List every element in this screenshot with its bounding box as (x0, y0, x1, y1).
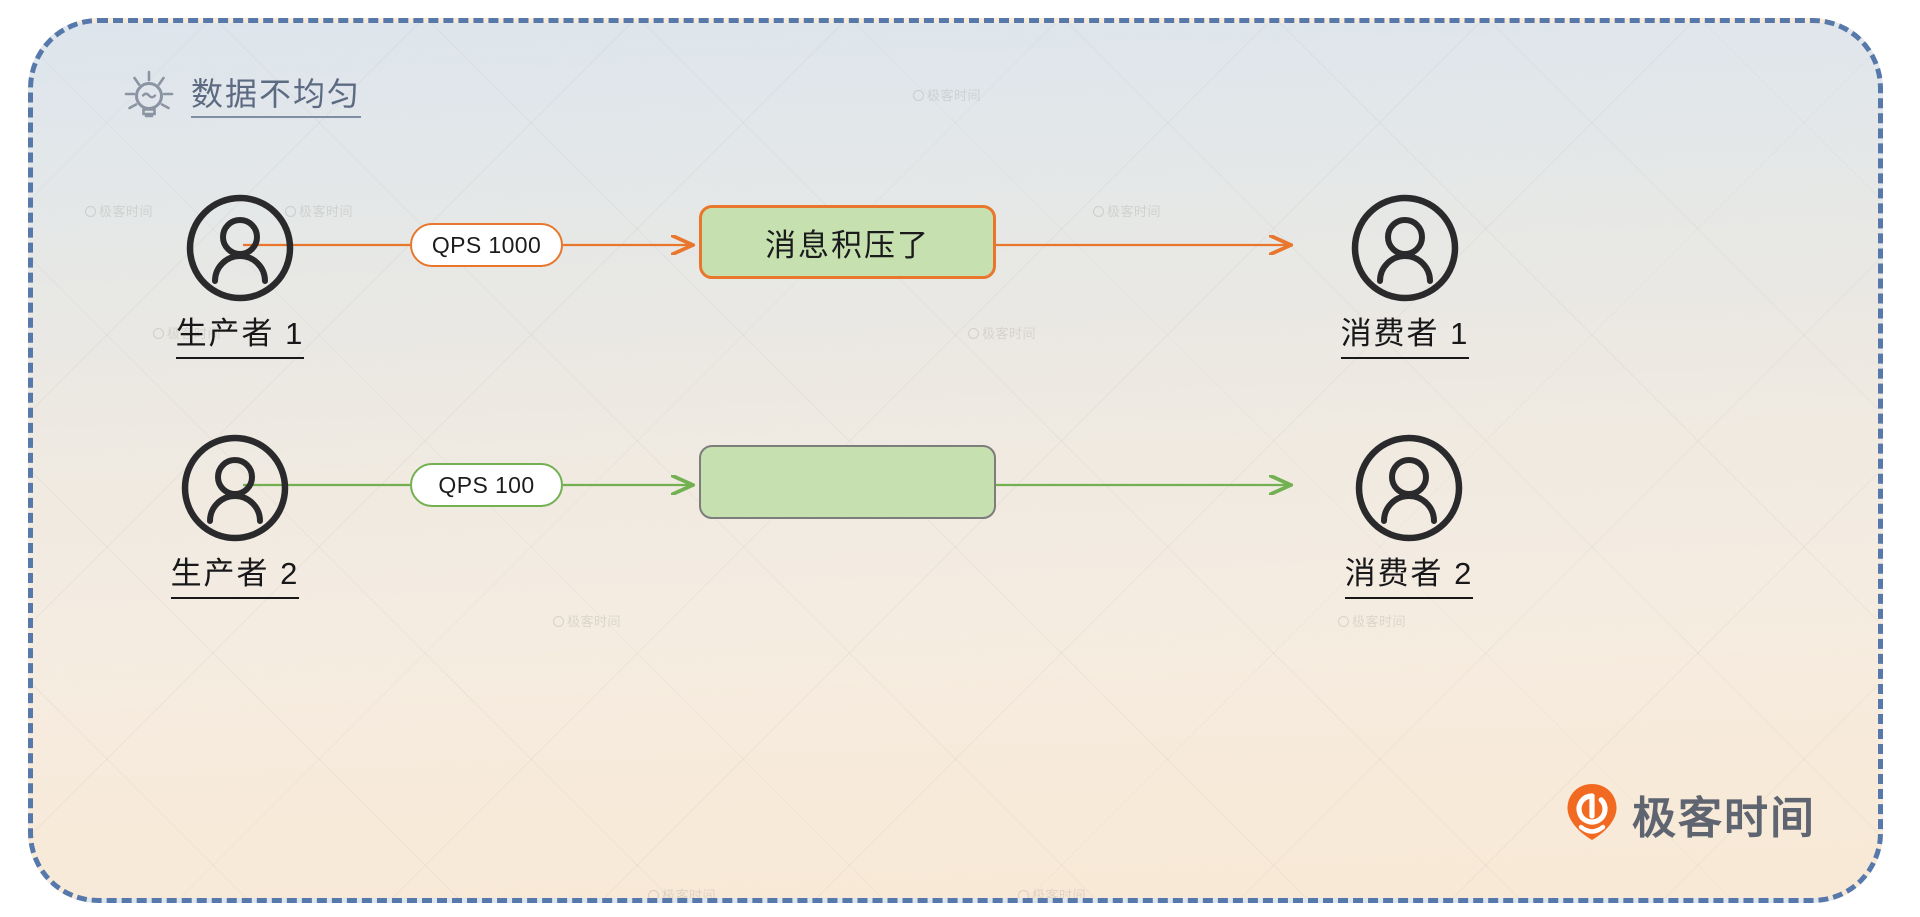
watermark: 极客时间 (1093, 201, 1161, 220)
rate-badge-qps-100[interactable]: QPS 100 (410, 463, 563, 507)
watermark-mark-icon (85, 206, 96, 217)
user-icon (125, 433, 345, 543)
node-label: 生产者 2 (170, 555, 300, 599)
watermark-mark-icon (1338, 616, 1349, 627)
dashed-frame-container: 极客时间 极客时间 极客时间 极客时间 极客时间 极客时间 极客时间 极客时间 … (28, 18, 1883, 903)
queue-box-normal[interactable] (699, 445, 996, 519)
watermark: 极客时间 (968, 323, 1036, 342)
node-label: 消费者 2 (1344, 555, 1474, 599)
watermark-mark-icon (913, 90, 924, 101)
user-icon (1299, 433, 1519, 543)
watermark-mark-icon (1093, 206, 1104, 217)
watermark-mark-icon (1018, 890, 1029, 898)
watermark-mark-icon (553, 616, 564, 627)
lightbulb-icon (121, 68, 177, 126)
page-title: 数据不均匀 (191, 76, 362, 119)
node-consumer-1[interactable]: 消费者 1 (1295, 193, 1515, 359)
watermark: 极客时间 (1018, 885, 1086, 898)
node-label: 消费者 1 (1340, 315, 1470, 359)
node-producer-1[interactable]: 生产者 1 (130, 193, 350, 359)
brand-logo: 极客时间 (1566, 782, 1816, 846)
brand-name: 极客时间 (1632, 794, 1816, 843)
queue-box-backlogged[interactable]: 消息积压了 (699, 205, 996, 279)
geekbang-pin-icon (1566, 783, 1618, 846)
node-consumer-2[interactable]: 消费者 2 (1299, 433, 1519, 599)
watermark-mark-icon (648, 890, 659, 898)
diagram-title: 数据不均匀 (121, 68, 362, 126)
watermark: 极客时间 (553, 611, 621, 630)
rate-badge-qps-1000[interactable]: QPS 1000 (410, 223, 563, 267)
watermark: 极客时间 (648, 885, 716, 898)
user-icon (130, 193, 350, 303)
node-producer-2[interactable]: 生产者 2 (125, 433, 345, 599)
watermark: 极客时间 (1338, 611, 1406, 630)
watermark-mark-icon (968, 328, 979, 339)
node-label: 生产者 1 (175, 315, 305, 359)
watermark: 极客时间 (913, 85, 981, 104)
user-icon (1295, 193, 1515, 303)
